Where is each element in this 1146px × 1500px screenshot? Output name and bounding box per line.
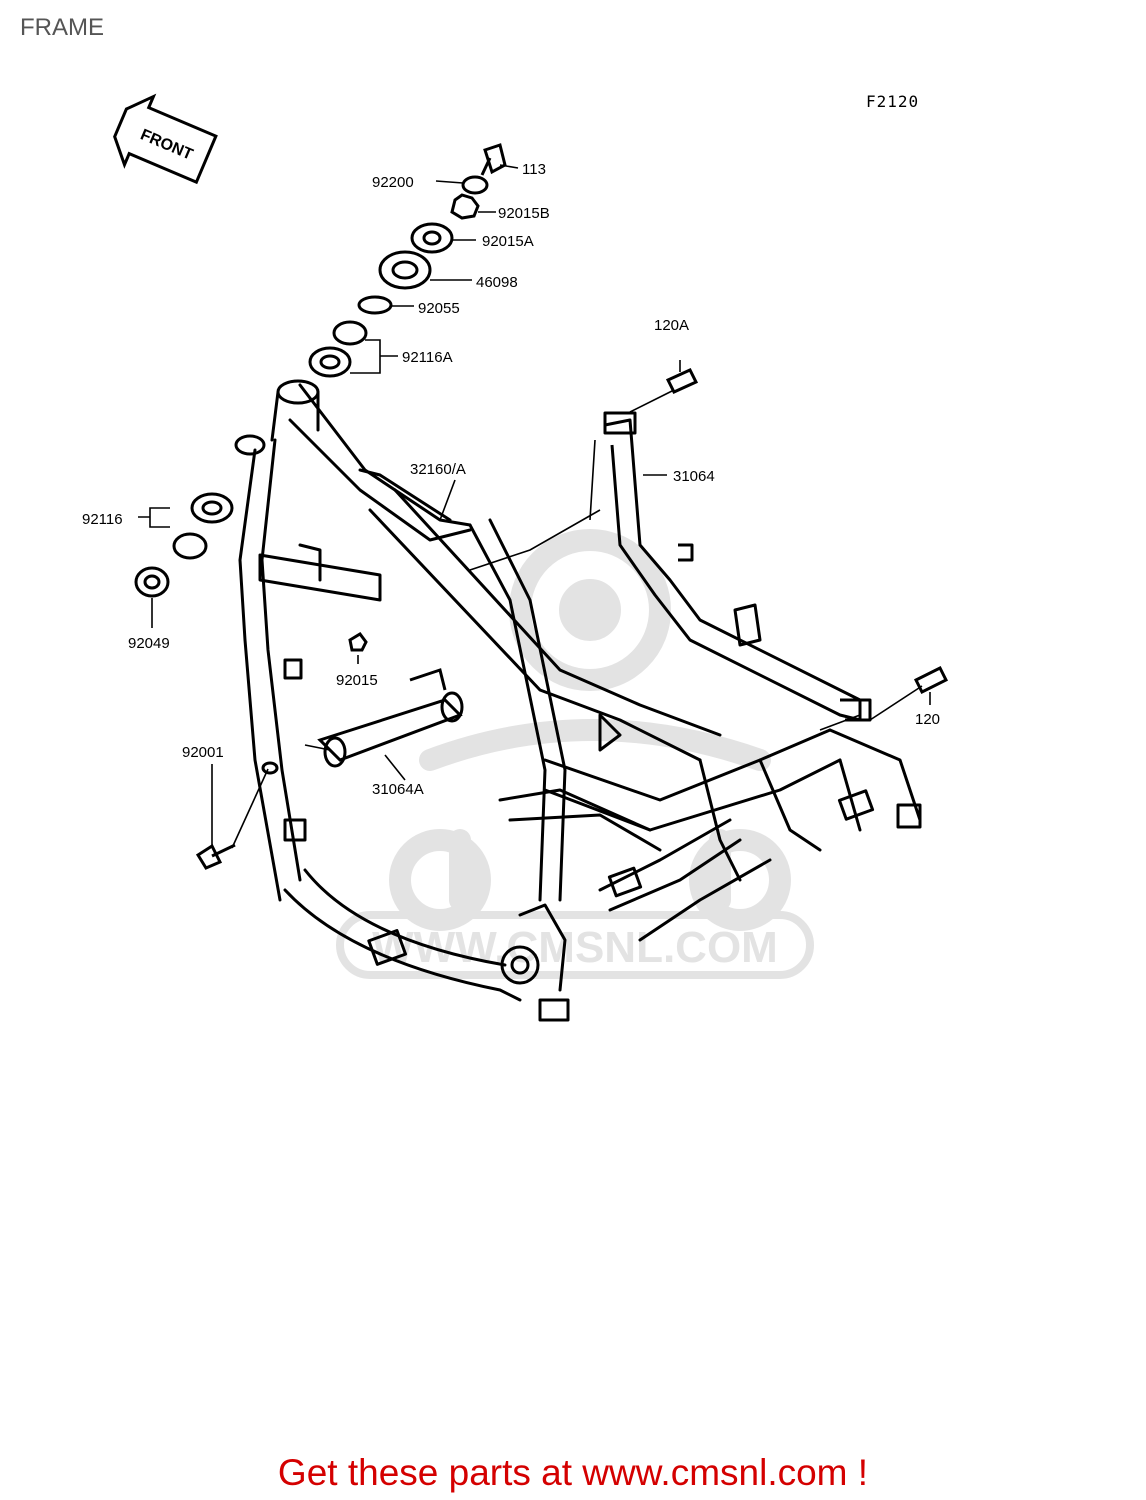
race-92116-lower-icon [172, 532, 208, 560]
race-92116A-upper-icon [332, 320, 368, 346]
washer-92200-icon [461, 175, 489, 195]
footer-link-text[interactable]: Get these parts at www.cmsnl.com ! [277, 1452, 869, 1493]
label-46098: 46098 [476, 274, 518, 291]
label-92049: 92049 [128, 635, 170, 652]
label-120A: 120A [654, 317, 689, 334]
bearing-46098-icon [378, 250, 432, 290]
label-92200: 92200 [372, 174, 414, 191]
label-32160A: 32160/A [410, 461, 466, 478]
label-92015A: 92015A [482, 233, 534, 250]
engine-mount-bracket-31064A [317, 668, 464, 768]
nut-92015-icon [348, 632, 368, 652]
label-31064: 31064 [673, 468, 715, 485]
frame-assembly [234, 379, 922, 1022]
race-92116A-lower-icon [308, 346, 352, 378]
label-92001: 92001 [182, 744, 224, 761]
label-92015: 92015 [336, 672, 378, 689]
watermark-text: WWW.CMSNL.COM [372, 923, 778, 972]
front-arrow-icon: FRONT [113, 93, 218, 185]
label-92116A: 92116A [402, 349, 453, 366]
steering-stem-parts [134, 143, 949, 870]
race-92116-upper-icon [190, 492, 234, 524]
bolt-92001-icon [195, 843, 236, 870]
bolt-120-icon [913, 665, 949, 695]
page-title: FRAME [20, 14, 104, 41]
bolt-113-icon [480, 143, 507, 176]
label-120: 120 [915, 711, 940, 728]
o-ring-92055-icon [357, 295, 393, 315]
label-113: 113 [522, 161, 546, 178]
label-92055: 92055 [418, 300, 460, 317]
label-31064A: 31064A [372, 781, 424, 798]
nut-92015A-icon [410, 222, 454, 254]
bolt-120A-icon [665, 368, 699, 394]
label-92116: 92116 [82, 511, 123, 528]
leader-lines [138, 164, 931, 849]
nut-92015B-icon [450, 193, 480, 220]
watermark: WWW.CMSNL.COM [336, 529, 814, 979]
label-92015B: 92015B [498, 205, 550, 222]
rear-subframe-rail-31064 [603, 411, 872, 722]
figure-code: F2120 [866, 92, 920, 111]
part-labels: 113 92200 92015B 92015A 46098 92055 9211… [82, 161, 940, 798]
seal-92049-icon [134, 566, 170, 598]
frame-diagram: WWW.CMSNL.COM FRONT [82, 93, 949, 1022]
